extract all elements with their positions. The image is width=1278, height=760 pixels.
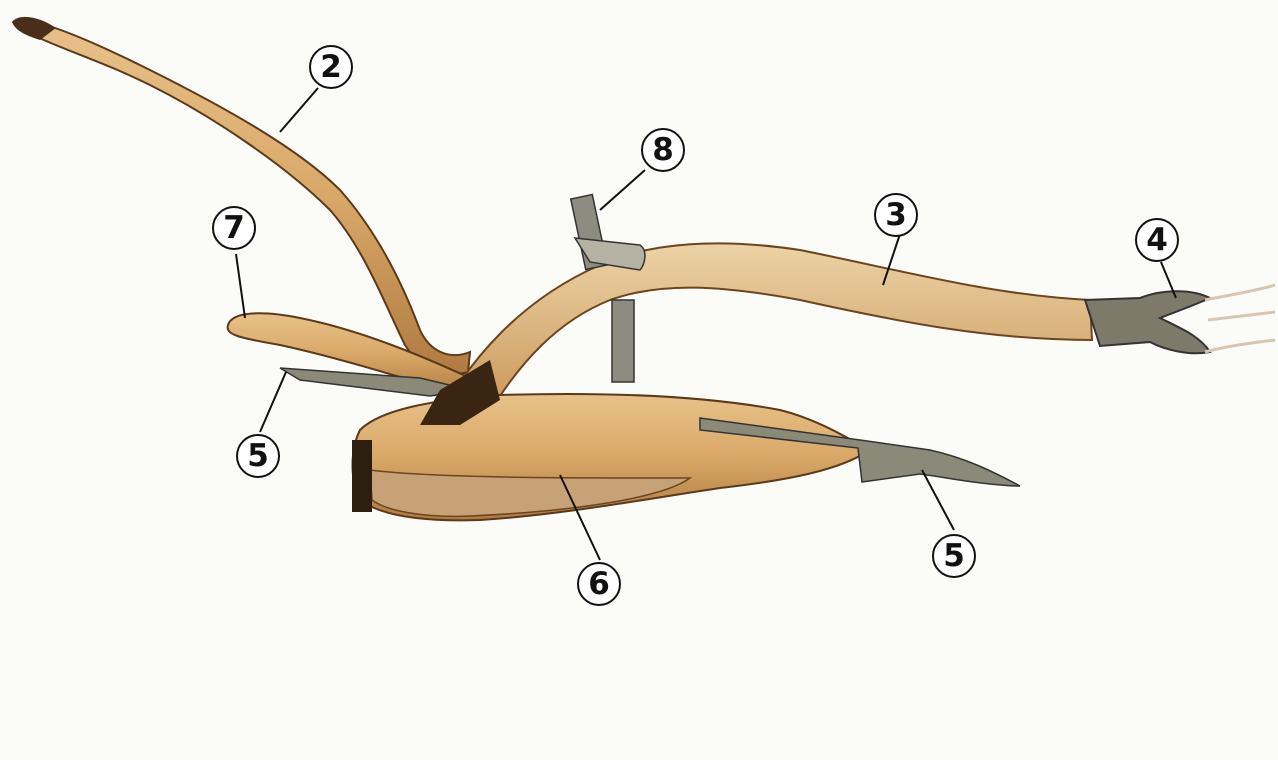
callout-guide-handle: 7 <box>212 206 256 250</box>
callout-beam: 3 <box>874 193 918 237</box>
callout-share-left: 5 <box>236 434 280 478</box>
callout-moldboard: 6 <box>577 562 621 606</box>
callout-share-right: 5 <box>932 534 976 578</box>
hitch-shape <box>1085 285 1275 353</box>
callout-adjuster: 8 <box>641 128 685 172</box>
callout-handle: 2 <box>309 45 353 89</box>
callout-hitch: 4 <box>1135 218 1179 262</box>
moldboard-edge <box>352 440 372 512</box>
